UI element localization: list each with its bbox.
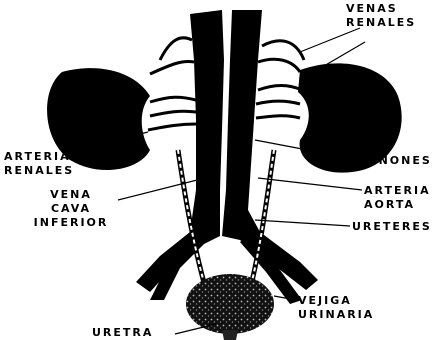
label-venas-renales-line2: RENALES (346, 16, 416, 30)
label-uretra: URETRA (92, 326, 153, 340)
label-vejiga-line2: URINARIA (298, 308, 374, 322)
label-vejiga-urinaria: VEJIGA URINARIA (298, 294, 374, 322)
label-vena-cava-inferior: VENA CAVA INFERIOR (28, 188, 114, 230)
label-arterias-renales-line1: ARTERIAS (4, 150, 81, 164)
label-arterias-renales-line2: RENALES (4, 164, 81, 178)
label-vena-cava-line3: INFERIOR (28, 216, 114, 230)
label-venas-renales: VENAS RENALES (346, 2, 416, 30)
label-ureteres: URETERES (352, 220, 432, 234)
label-arteria-aorta: ARTERIA AORTA (364, 184, 431, 212)
left-renal-vessels (148, 38, 196, 130)
label-arteria-aorta-line2: AORTA (364, 198, 431, 212)
bladder (186, 274, 274, 334)
label-vejiga-line1: VEJIGA (298, 294, 374, 308)
right-renal-vessels (256, 41, 304, 118)
label-arterias-renales: ARTERIAS RENALES (4, 150, 81, 178)
urethra (222, 330, 238, 340)
label-arteria-aorta-line1: ARTERIA (364, 184, 431, 198)
label-vena-cava-line1: VENA (28, 188, 114, 202)
label-rinones: RIÑONES (362, 154, 432, 168)
label-vena-cava-line2: CAVA (28, 202, 114, 216)
label-venas-renales-line1: VENAS (346, 2, 416, 16)
